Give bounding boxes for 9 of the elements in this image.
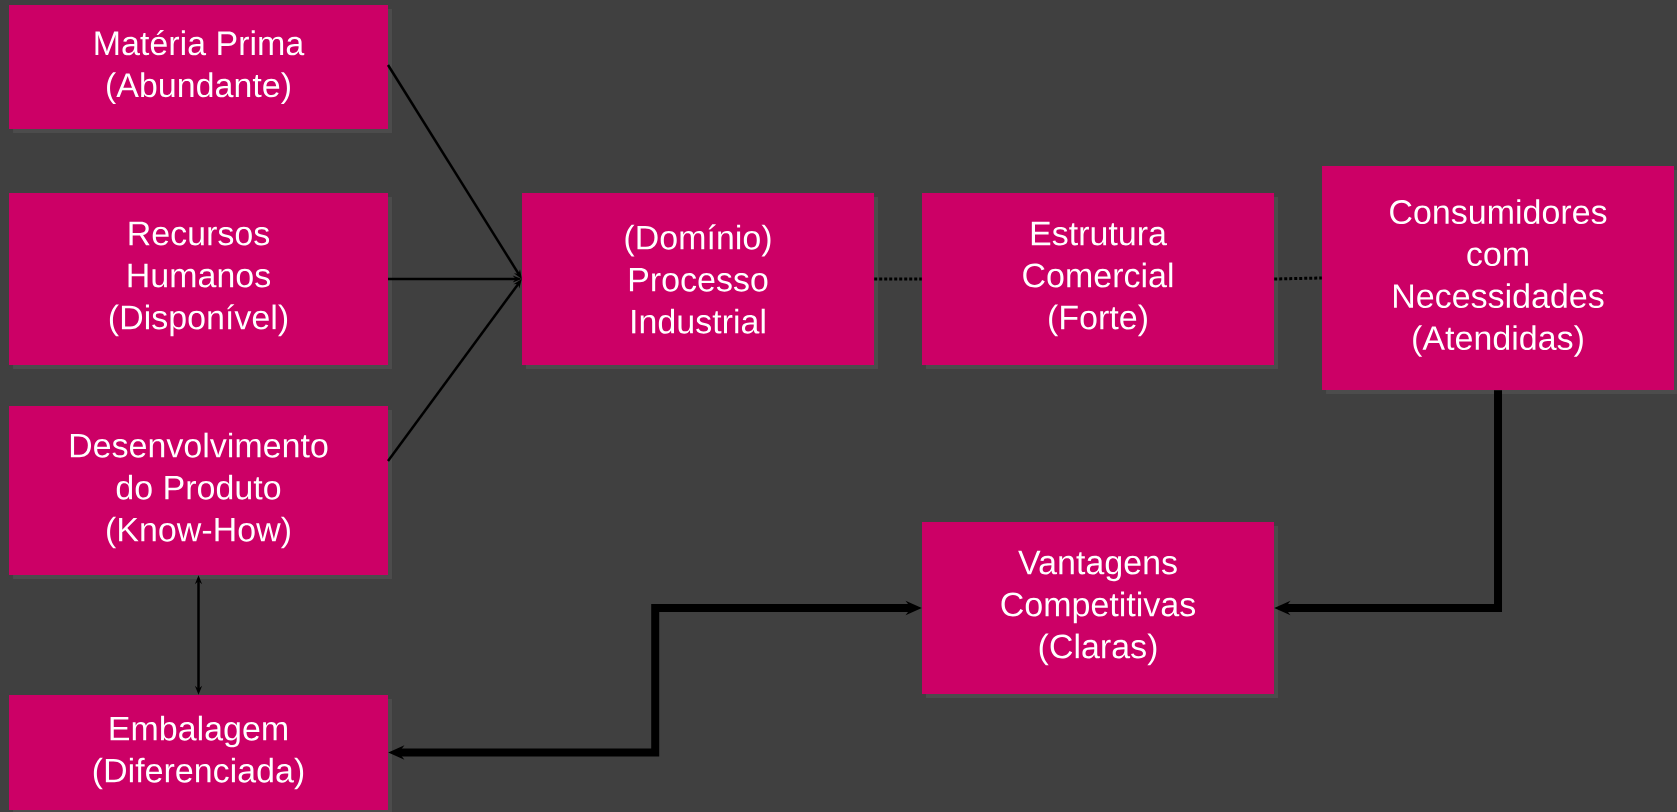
process-box: Estrutura Comercial (Forte) <box>922 193 1278 369</box>
process-box: (Domínio) Processo Industrial <box>522 193 878 369</box>
process-box: Embalagem (Diferenciada) <box>9 695 392 812</box>
process-box: Consumidores com Necessidades (Atendidas) <box>1322 166 1677 394</box>
process-box: Matéria Prima (Abundante) <box>9 5 392 133</box>
process-box: Vantagens Competitivas (Claras) <box>922 522 1278 698</box>
process-box: Desenvolvimento do Produto (Know-How) <box>9 406 392 579</box>
arrow <box>387 279 522 462</box>
process-box: Recursos Humanos (Disponível) <box>9 193 392 369</box>
